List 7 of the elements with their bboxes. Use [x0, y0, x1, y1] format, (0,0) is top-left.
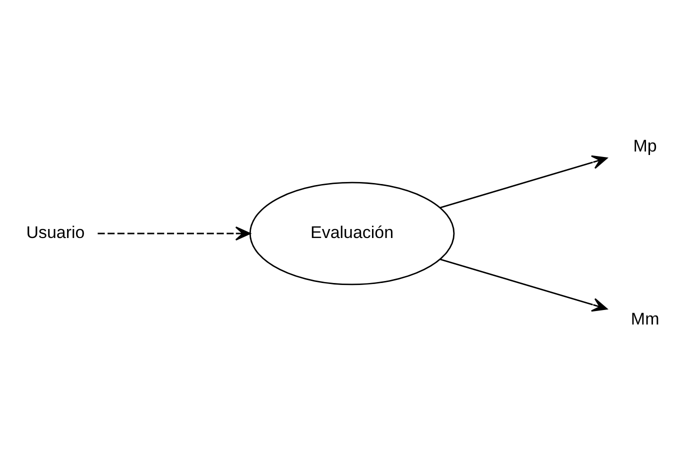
node-text: Mm — [630, 308, 660, 328]
node-text: Usuario — [26, 222, 85, 242]
arrow — [98, 226, 251, 240]
node-text: Mp — [633, 136, 657, 156]
node-ellipse: Evaluación — [249, 181, 455, 285]
arrow — [440, 154, 608, 208]
arrow — [440, 258, 608, 312]
